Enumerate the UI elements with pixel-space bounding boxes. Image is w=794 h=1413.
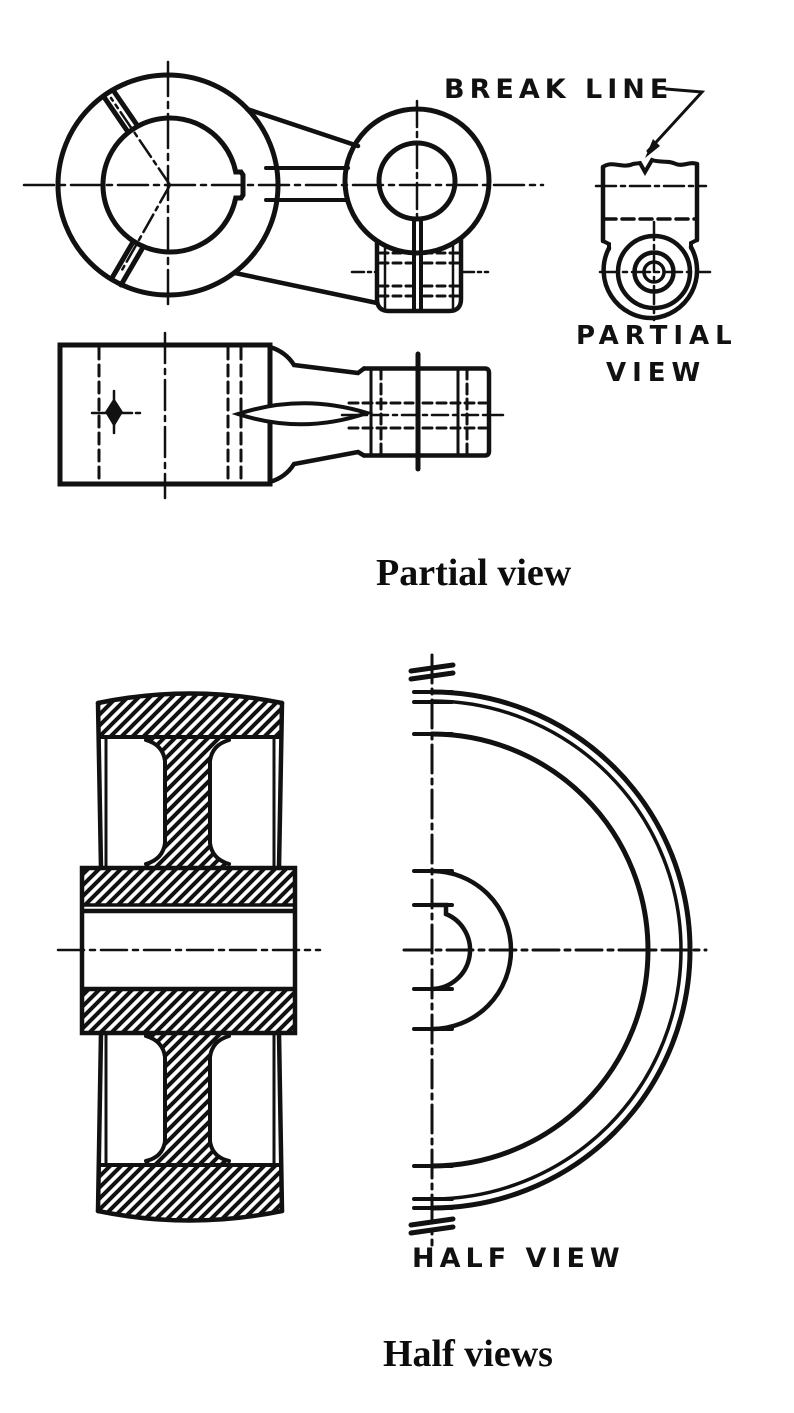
top-rim-side-left xyxy=(95,700,104,871)
break-line-leader xyxy=(646,87,706,153)
top-web-hatch xyxy=(146,737,229,867)
bottom-rim-hatch xyxy=(98,1165,282,1221)
caption-half-views: Half views xyxy=(383,1333,553,1375)
caption-partial-view: Partial view xyxy=(376,552,572,594)
break-line-annotation: BREAK LINE xyxy=(444,74,674,105)
bottom-web-hatch xyxy=(146,1033,229,1165)
web-edge-bottom-right xyxy=(208,1034,231,1163)
front-view-drawing xyxy=(57,331,505,500)
web-edge-top-left xyxy=(144,738,167,866)
arm-bottom-profile xyxy=(267,449,367,485)
half-view-drawing xyxy=(402,653,708,1247)
web-edge-top-right xyxy=(208,738,231,866)
partial-view-label-line2: VIEW xyxy=(606,358,707,388)
bottom-rim-side-left xyxy=(95,1030,104,1214)
arm-lower-edge xyxy=(232,270,380,306)
break-line-arrowhead xyxy=(645,139,660,158)
block-hidden-horizontals xyxy=(347,401,488,430)
arc-end-ticks xyxy=(412,690,454,1210)
break-tick-marks-top xyxy=(408,662,456,682)
rim-inner-arc xyxy=(429,731,651,1169)
clamp-block-outline xyxy=(361,366,492,458)
top-rim-hatch xyxy=(98,693,282,737)
diagonal-centerline-lower xyxy=(120,183,172,272)
top-rim-crown xyxy=(95,691,285,706)
partial-view-drawing xyxy=(594,87,712,322)
hub-top-hatch xyxy=(82,868,295,905)
top-view-drawing xyxy=(22,60,545,314)
bottom-rim-side-right xyxy=(276,1030,285,1214)
hub-outline xyxy=(79,865,298,1036)
arm-upper-edge xyxy=(244,106,361,149)
web-edge-bottom-left xyxy=(144,1034,167,1163)
small-boss-outer-circle xyxy=(342,106,492,256)
rim-outer-arc-inner-line xyxy=(430,699,683,1201)
web-slot-lens xyxy=(231,401,374,427)
break-tick-marks-bottom xyxy=(408,1216,456,1236)
arm-top-profile xyxy=(267,344,367,376)
hub-bottom-hatch xyxy=(82,989,295,1033)
collar-break-marks xyxy=(101,87,145,288)
clamp-hidden-lines xyxy=(378,251,460,298)
boss-outer-circle xyxy=(55,72,281,298)
top-rim-side-right xyxy=(276,700,285,871)
section-hatching xyxy=(82,693,295,1221)
bore-with-keyway xyxy=(100,115,246,255)
half-view-label: HALF VIEW xyxy=(412,1243,625,1274)
diagonal-centerline-upper xyxy=(109,96,172,187)
hub-arc xyxy=(429,868,514,1032)
break-line-wavy-edge xyxy=(601,157,699,177)
section-view-drawing xyxy=(56,691,322,1223)
bottom-rim-crown xyxy=(95,1208,285,1223)
bore-arc-with-keyway xyxy=(429,902,473,992)
partial-view-label-line1: PARTIAL xyxy=(576,321,738,351)
rim-outer-arc xyxy=(429,689,693,1211)
